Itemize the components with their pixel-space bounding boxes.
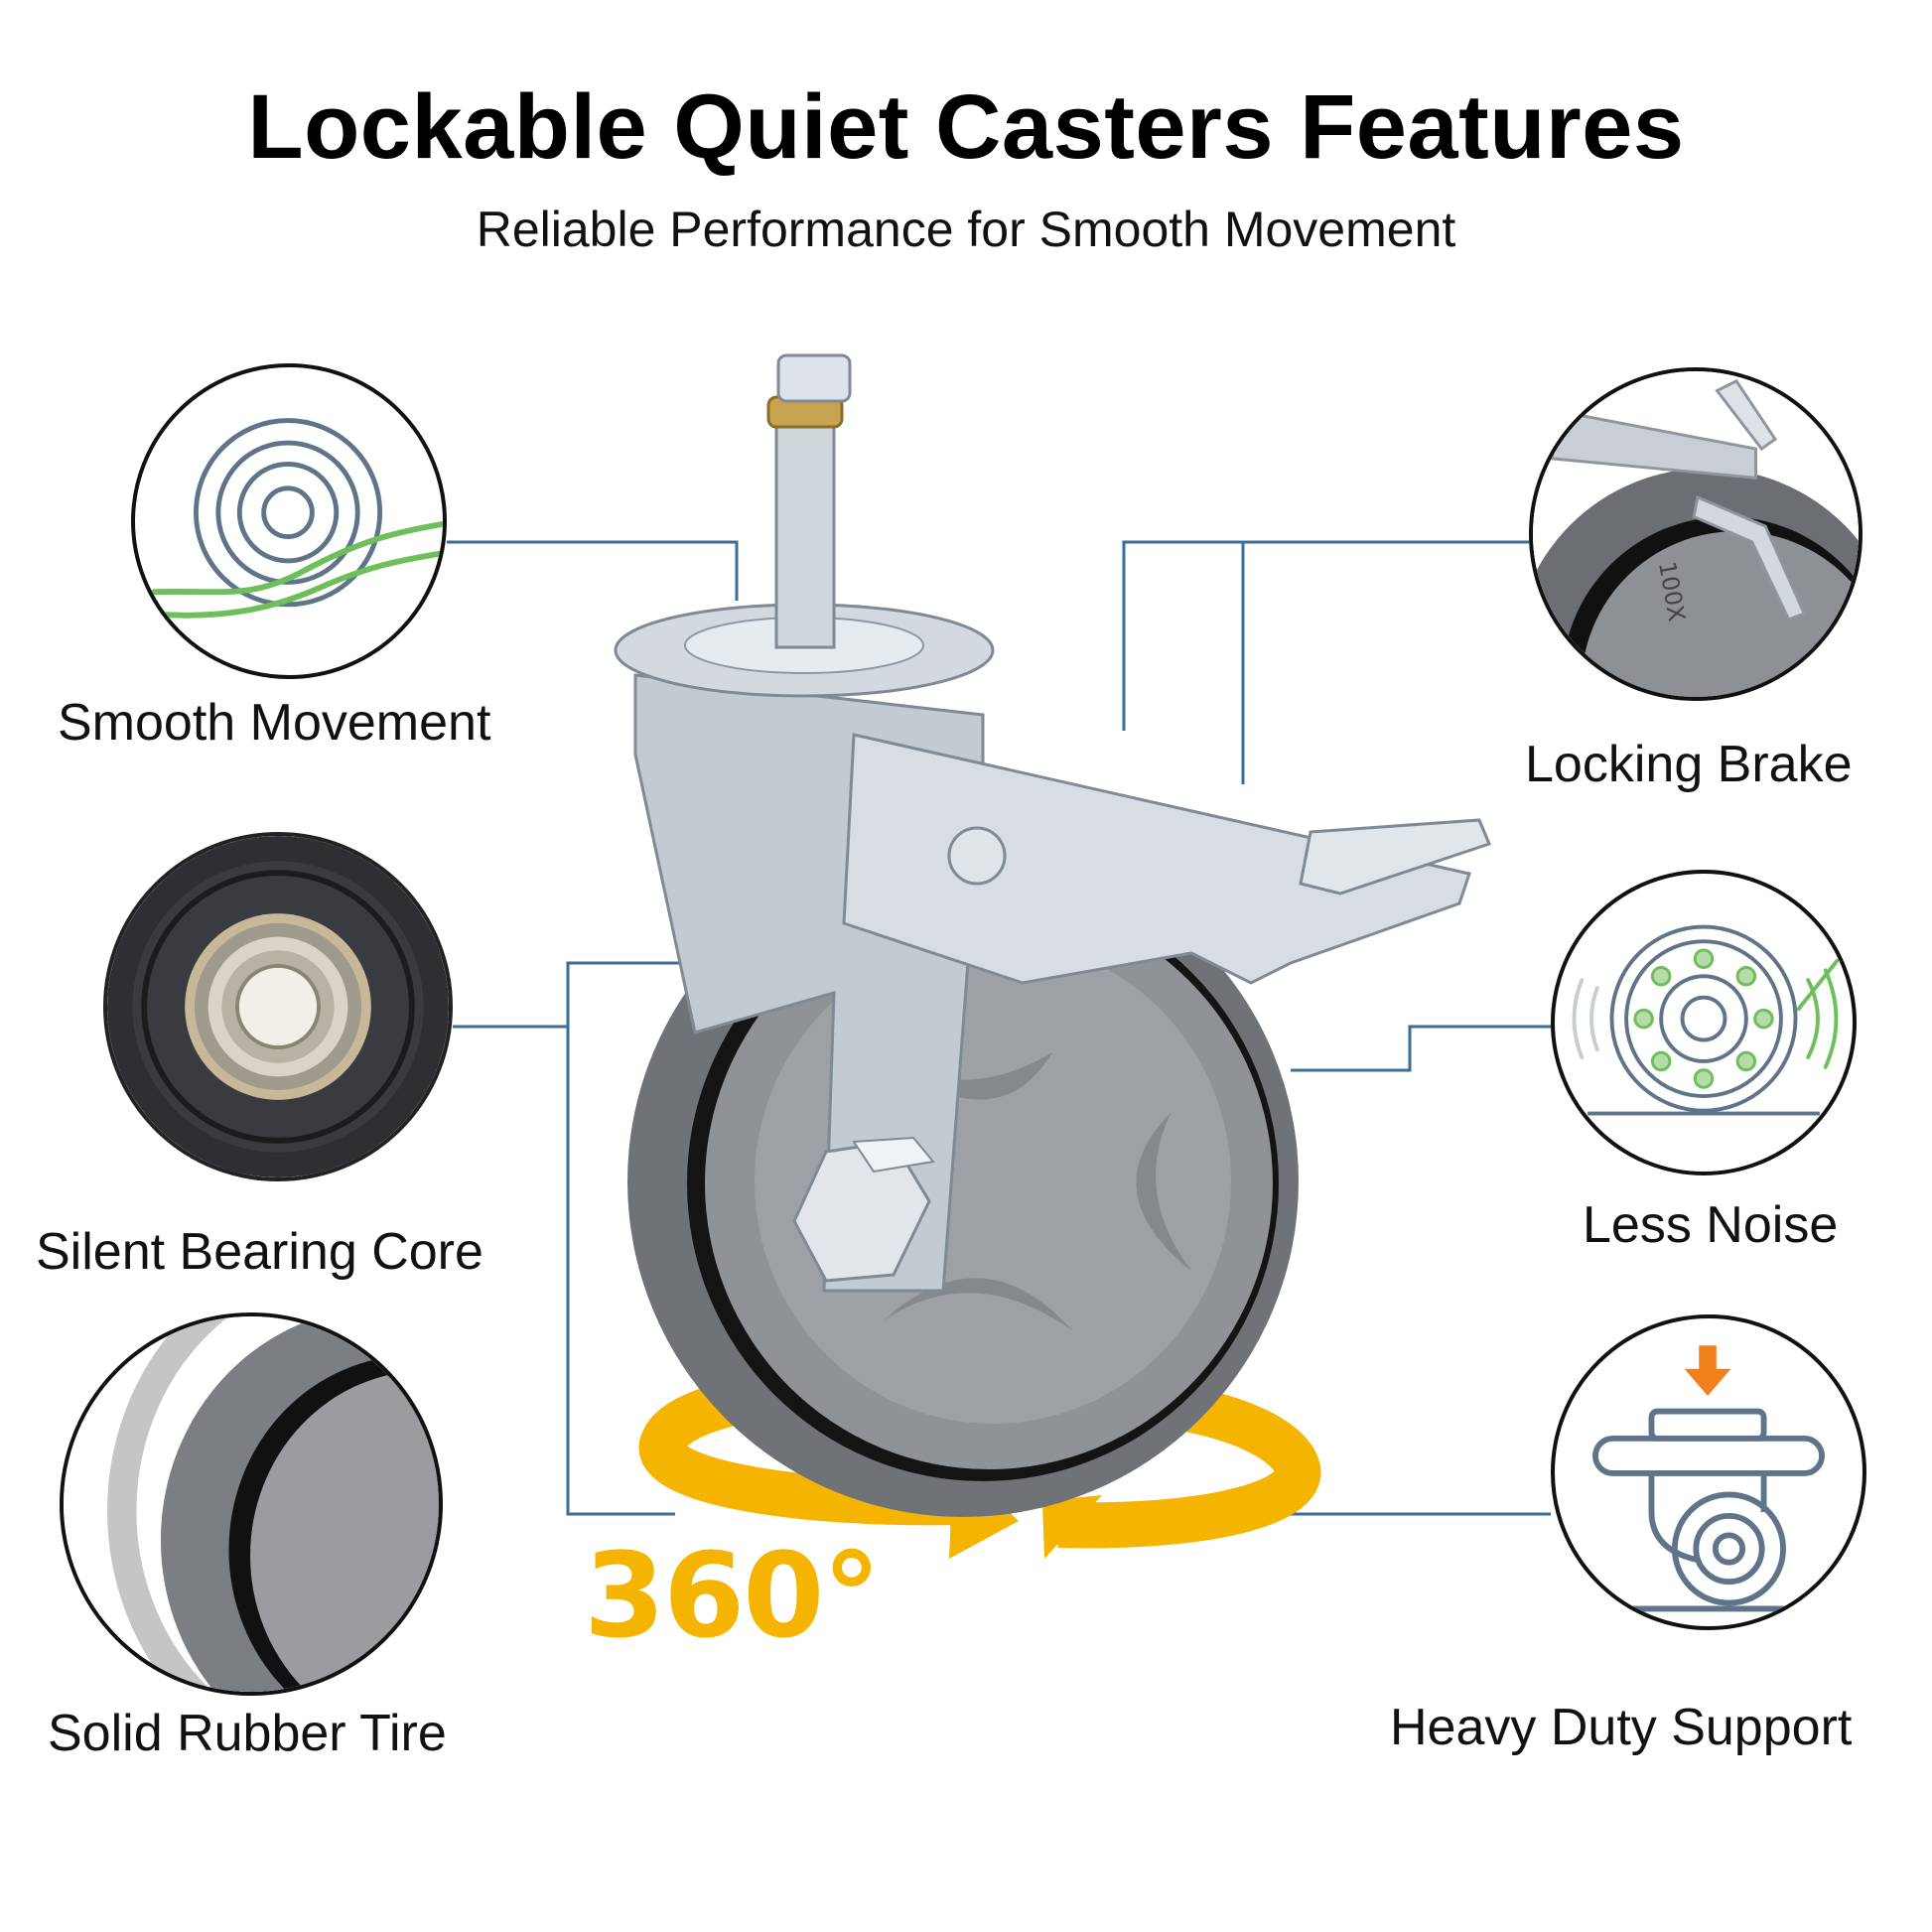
bearing-icon [107,836,449,1177]
smooth-movement-label: Smooth Movement [58,694,491,752]
brake-closeup-icon: 100X [1533,371,1859,697]
silent-bearing-badge [103,832,453,1181]
rubber-tire-label: Solid Rubber Tire [48,1705,447,1762]
locking-brake-label: Locking Brake [1525,736,1853,793]
heavy-duty-badge [1551,1314,1866,1630]
wave-rings-icon [151,418,443,619]
page-title: Lockable Quiet Casters Features [247,76,1685,178]
down-arrow-icon [1684,1345,1731,1396]
rotation-degree-label: 360° [584,1527,881,1664]
heavy-duty-label: Heavy Duty Support [1390,1699,1853,1756]
smooth-movement-badge [131,363,447,679]
less-noise-label: Less Noise [1583,1196,1839,1254]
silent-bearing-label: Silent Bearing Core [36,1223,483,1281]
tire-closeup-icon [64,1316,439,1692]
rubber-tire-badge [60,1312,443,1696]
caster-stem [614,353,995,698]
caster-bracket [633,673,1492,1293]
load-support-icon [1592,1345,1825,1612]
quiet-bearing-icon [1572,924,1840,1116]
less-noise-badge [1551,870,1857,1175]
page-subtitle: Reliable Performance for Smooth Movement [476,202,1456,257]
locking-brake-badge: 100X [1529,367,1863,701]
